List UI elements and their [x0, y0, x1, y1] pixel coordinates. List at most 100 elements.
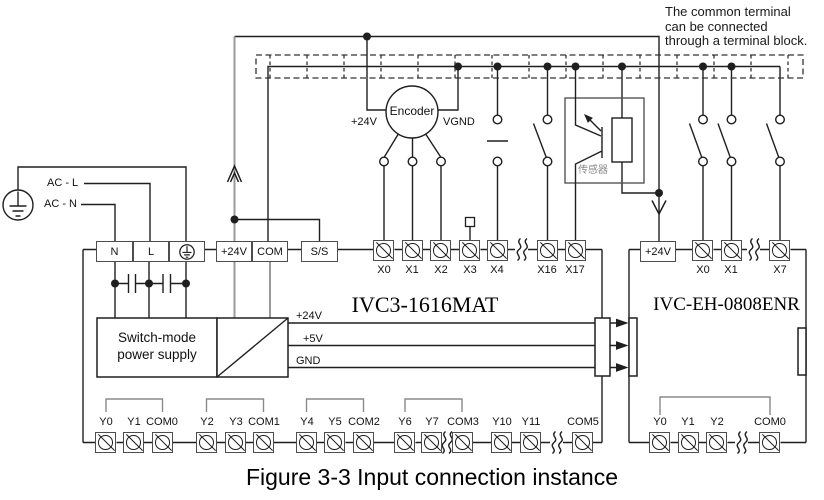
junction-dots	[111, 32, 736, 288]
sensor-box	[564, 97, 645, 184]
sensor-photo-arrow	[588, 118, 602, 132]
terminal-m2-24v: +24V	[640, 241, 676, 262]
wire-encoder-vgnd	[438, 66, 459, 111]
label-m1-x17: X17	[565, 264, 585, 276]
wires-psu-output	[233, 262, 271, 318]
terminal-m1-y6	[394, 432, 415, 453]
wire-ac-l	[84, 182, 151, 241]
wire-common-rail	[267, 65, 780, 241]
wire-encoder-24v	[366, 36, 386, 111]
cap-2	[149, 274, 186, 293]
note-line-3: through a terminal block.	[665, 33, 808, 48]
label-m2-y1: Y1	[681, 416, 695, 428]
label-m1-y6: Y6	[398, 416, 412, 428]
psu-symbol	[96, 317, 289, 378]
bus-arrow-24v-icon	[616, 318, 629, 328]
label-m1-y0: Y0	[99, 416, 113, 428]
module2-right-connector	[797, 327, 807, 376]
sensor-load-wire	[621, 66, 659, 194]
terminal-m2-x7	[769, 240, 790, 261]
label-bus-5v: +5V	[303, 332, 323, 345]
label-m1-y1: Y1	[127, 416, 141, 428]
terminal-m1-x16	[537, 240, 558, 261]
sensor-load-rect	[611, 117, 633, 163]
terminal-m1-com3	[452, 432, 473, 453]
pushbutton-wires	[487, 66, 508, 241]
psu-label-line2: power supply	[117, 347, 197, 362]
terminal-m2-y0	[649, 432, 670, 453]
terminal-m1-y2	[196, 432, 217, 453]
bracket-m2-y0-com0	[659, 396, 771, 415]
label-m1-com1: COM1	[248, 416, 280, 428]
terminal-m1-x1	[402, 240, 423, 261]
label-m1-y11: Y11	[521, 416, 541, 428]
module2-title: IVC-EH-0808ENR	[653, 294, 800, 315]
line-breaks	[441, 237, 760, 455]
bus-arrow-gnd-icon	[616, 363, 629, 372]
sensor-symbol	[564, 66, 659, 241]
terminal-m1-com0	[152, 432, 173, 453]
terminal-m1-y5	[324, 432, 345, 453]
label-bus-24v: +24V	[296, 310, 322, 322]
label-m2-x7: X7	[773, 264, 787, 276]
terminal-m2-x1	[721, 240, 742, 261]
bracket-y0-com0	[105, 398, 164, 412]
terminal-m1-y0	[95, 432, 116, 453]
label-encoder-24v: +24V	[351, 116, 377, 128]
note-line-1: The common terminal	[665, 4, 791, 19]
terminal-m1-ss-label: S/S	[310, 245, 329, 258]
terminal-m1-y4	[296, 432, 317, 453]
module1-title: IVC3-1616MAT	[351, 292, 499, 317]
switch-m2-x0	[688, 66, 704, 241]
earth-ground-icon	[2, 189, 34, 221]
bracket-y4-com2	[305, 398, 365, 412]
encoder-symbol	[383, 85, 442, 241]
encoder-output-wires	[383, 166, 442, 241]
sensor-transistor	[574, 66, 603, 241]
terminal-m1-y1	[123, 432, 144, 453]
label-m1-y4: Y4	[300, 416, 314, 428]
label-m1-com3: COM3	[447, 416, 479, 428]
terminal-m1-24v: +24V	[216, 241, 252, 262]
label-m1-x2: X2	[434, 264, 448, 276]
wire-ac-n	[81, 203, 116, 241]
terminal-m2-y2	[706, 432, 727, 453]
label-m2-y2: Y2	[710, 416, 724, 428]
switch-m2-x1	[717, 66, 733, 241]
wires-psu-input	[114, 262, 187, 318]
pushbutton-x4	[487, 66, 508, 241]
label-m1-x4: X4	[490, 264, 504, 276]
terminal-m1-com1	[253, 432, 274, 453]
sensor-photo-arrowhead	[584, 114, 593, 123]
wire-earth	[17, 166, 187, 241]
label-m1-y5: Y5	[328, 416, 342, 428]
terminal-m1-ground	[169, 241, 205, 262]
module2-side-edges	[628, 249, 807, 443]
contact-points	[379, 114, 786, 167]
protective-earth-icon	[179, 243, 195, 260]
terminal-m1-x2	[430, 240, 451, 261]
x3-square-icon	[464, 216, 476, 228]
label-m1-com5: COM5	[567, 416, 599, 428]
note-line-2: can be connected	[665, 18, 768, 34]
wires-power-bus	[288, 322, 597, 369]
up-arrow-inner-icon	[229, 171, 240, 183]
terminal-m1-24v-label: +24V	[221, 245, 247, 258]
terminal-m1-ss: S/S	[301, 241, 338, 262]
label-ac-l: AC - L	[47, 177, 79, 189]
cap-1	[115, 274, 149, 293]
terminal-m1-y10	[491, 432, 512, 453]
down-arrow-icon	[651, 200, 667, 216]
label-m1-x16: X16	[537, 264, 557, 276]
terminal-m1-com-label: COM	[257, 245, 283, 258]
wires-bus-stubs	[610, 322, 617, 369]
label-ac-n: AC - N	[44, 198, 77, 210]
label-bus-gnd: GND	[296, 354, 321, 367]
terminal-m1-n-label: N	[110, 245, 119, 258]
module2-left-connector	[628, 317, 638, 377]
bracket-y6-com3	[404, 398, 463, 412]
encoder-leads	[383, 134, 442, 158]
psu-label-line1: Switch-mode	[117, 330, 197, 345]
bus-arrow-5v-icon	[616, 341, 629, 350]
